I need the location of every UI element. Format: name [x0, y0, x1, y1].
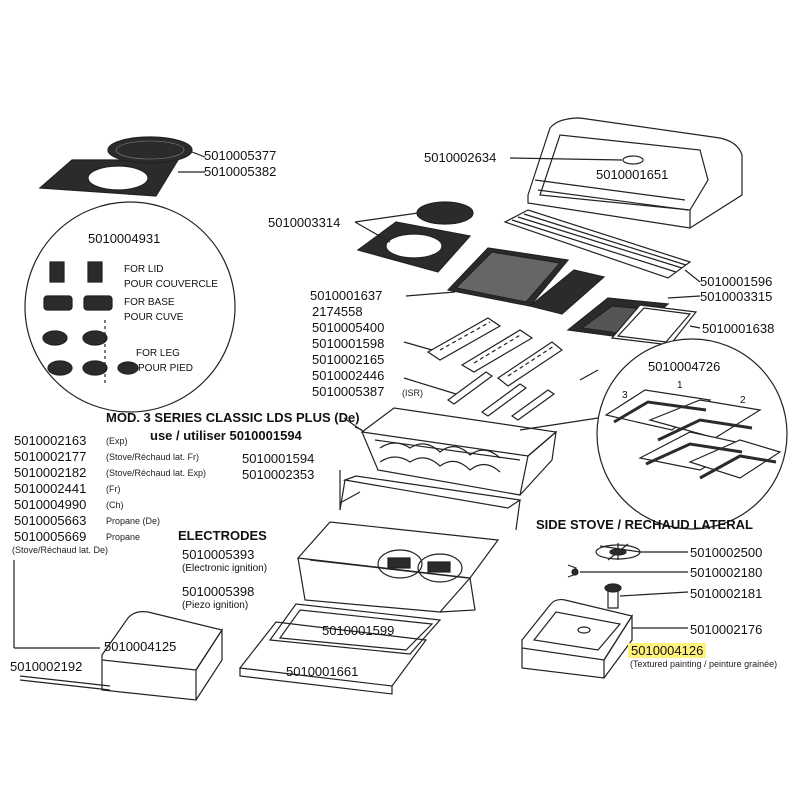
- part-number-5010004931: 5010004931: [88, 231, 161, 246]
- part-number-5010004125: 5010004125: [104, 639, 177, 654]
- top-left-round-grate: [107, 136, 193, 164]
- note-fr: (Fr): [106, 484, 121, 494]
- part-number-5010004726: 5010004726: [648, 359, 721, 374]
- heat-shields: [604, 389, 782, 480]
- part-number-5010002180: 5010002180: [690, 565, 763, 580]
- part-number-5010002634: 5010002634: [424, 150, 497, 165]
- part-number-5010002163: 5010002163: [14, 433, 87, 448]
- burner-number-3: 3: [622, 390, 628, 401]
- warming-rack: [503, 209, 692, 279]
- part-number-5010002192: 5010002192: [10, 659, 83, 674]
- part-number-5010005398: 5010005398: [182, 584, 255, 599]
- part-number-5010001661: 5010001661: [286, 664, 359, 679]
- note-propane: Propane: [106, 532, 141, 542]
- label-for-leg: FOR LEG: [136, 348, 180, 359]
- burner-tubes: [446, 371, 556, 421]
- part-number-5010004126-highlighted: 5010004126: [628, 643, 707, 658]
- note-electronic-ignition: (Electronic ignition): [182, 563, 268, 574]
- label-for-lid: FOR LID: [124, 264, 164, 275]
- part-number-5010002181: 5010002181: [690, 586, 763, 601]
- part-number-5010002176: 5010002176: [690, 622, 763, 637]
- note-stove-fr: (Stove/Réchaud lat. Fr): [106, 452, 200, 462]
- note-stove-exp: (Stove/Réchaud lat. Exp): [106, 468, 207, 478]
- part-number-5010001638: 5010001638: [702, 321, 775, 336]
- note-ch: (Ch): [106, 500, 124, 510]
- small-grate: [528, 269, 606, 315]
- part-number-5010001598: 5010001598: [312, 336, 385, 351]
- part-number-5010005393: 5010005393: [182, 547, 255, 562]
- side-stove-injector: [567, 564, 579, 578]
- fasteners-callout-circle: [24, 201, 236, 413]
- model-heading: MOD. 3 SERIES CLASSIC LDS PLUS (De): [106, 410, 360, 425]
- note-stove-de: (Stove/Réchaud lat. De): [12, 545, 109, 555]
- grill-lid: [527, 117, 743, 229]
- side-plate: [610, 304, 698, 346]
- cooking-grate-with-hole: [356, 221, 472, 273]
- bottom-tray: [268, 603, 442, 655]
- bottom-rail: [238, 621, 428, 695]
- use-instead-heading: use / utiliser 5010001594: [150, 428, 302, 443]
- side-stove-body: [521, 598, 633, 679]
- note-exp: (Exp): [106, 436, 128, 446]
- part-number-5010001637: 5010001637: [310, 288, 383, 303]
- side-stove-cover-grate: [595, 543, 641, 561]
- note-textured-painting: (Textured painting / peinture grainée): [630, 659, 778, 669]
- part-number-5010003315: 5010003315: [700, 289, 773, 304]
- part-number-5010001594: 5010001594: [242, 451, 315, 466]
- main-cooking-grate: [446, 247, 570, 307]
- electrodes-heading: ELECTRODES: [178, 528, 267, 543]
- label-for-base: FOR BASE: [124, 297, 175, 308]
- part-number-5010002182: 5010002182: [14, 465, 87, 480]
- round-grate-insert: [416, 201, 474, 225]
- part-number-5010002165: 5010002165: [312, 352, 385, 367]
- part-number-5010001651: 5010001651: [596, 167, 669, 182]
- label-pour-couvercle: POUR COUVERCLE: [124, 279, 218, 290]
- note-isr: (ISR): [402, 388, 423, 398]
- flame-tamers: [426, 317, 564, 387]
- part-number-5010003314: 5010003314: [268, 215, 341, 230]
- grill-cart: [296, 475, 522, 613]
- part-number-5010001599: 5010001599: [322, 623, 395, 638]
- lid-feet: [49, 261, 103, 283]
- label-pour-pied: POUR PIED: [138, 363, 194, 374]
- note-piezo-ignition: (Piezo ignition): [182, 600, 249, 611]
- note-propane-de: Propane (De): [106, 516, 161, 526]
- top-left-grate-frame: [38, 159, 180, 197]
- part-number-5010002353: 5010002353: [242, 467, 315, 482]
- part-number-5010002500: 5010002500: [690, 545, 763, 560]
- part-number-5010004990: 5010004990: [14, 497, 87, 512]
- side-stove-heading: SIDE STOVE / RECHAUD LATERAL: [536, 517, 753, 532]
- side-stove-burner: [604, 583, 622, 609]
- part-number-5010002446: 5010002446: [312, 368, 385, 383]
- burner-number-2: 2: [740, 395, 746, 406]
- label-pour-cuve: POUR CUVE: [124, 312, 184, 323]
- part-number-5010005663: 5010005663: [14, 513, 87, 528]
- part-number-5010002441: 5010002441: [14, 481, 87, 496]
- part-number-2174558: 2174558: [312, 304, 363, 319]
- burner-number-1: 1: [677, 380, 683, 391]
- base-feet: [43, 295, 113, 311]
- firebox: [360, 407, 558, 496]
- part-number-5010005382: 5010005382: [204, 164, 277, 179]
- part-number-5010001596: 5010001596: [700, 274, 773, 289]
- part-number-5010005400: 5010005400: [312, 320, 385, 335]
- part-number-5010005387: 5010005387: [312, 384, 385, 399]
- part-number-5010002177: 5010002177: [14, 449, 87, 464]
- leg-feet: [42, 330, 139, 376]
- part-number-5010005377: 5010005377: [204, 148, 277, 163]
- part-number-5010005669: 5010005669: [14, 529, 87, 544]
- left-side-shelf: [101, 611, 223, 701]
